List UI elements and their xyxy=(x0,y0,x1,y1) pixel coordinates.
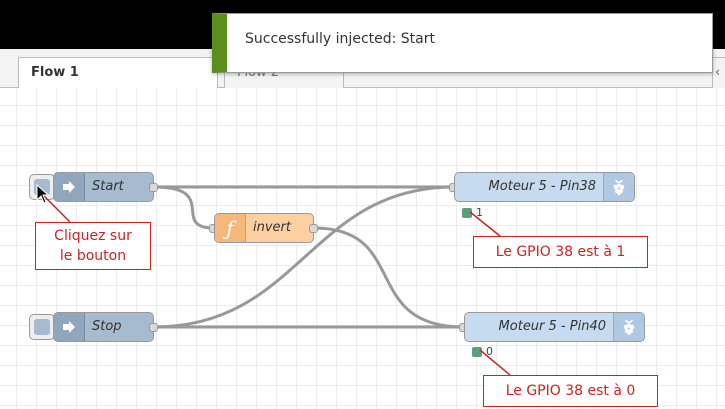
node-label: invert xyxy=(253,220,291,235)
status-dot xyxy=(462,207,472,218)
annotation-click-button: Cliquez sur le bouton xyxy=(35,222,151,270)
raspberry-pi-icon xyxy=(613,313,644,341)
tab-scroll-left-button[interactable]: ‹ xyxy=(712,57,725,88)
node-label: Stop xyxy=(92,319,122,334)
wires-layer xyxy=(153,185,465,329)
annotation-arrows xyxy=(43,195,511,376)
tab-flow-1[interactable]: Flow 1 xyxy=(18,57,218,89)
annotation-line: Cliquez sur xyxy=(54,228,132,244)
start-output-port[interactable] xyxy=(149,183,158,192)
invert-output-port[interactable] xyxy=(309,224,318,233)
stop-inject-node[interactable]: Stop xyxy=(53,312,154,342)
mouse-pointer-icon xyxy=(36,184,50,204)
node-label: Moteur 5 - Pin38 xyxy=(488,179,596,194)
annotation-line: le bouton xyxy=(59,248,127,264)
callout-arrow-gpio0 xyxy=(479,349,511,376)
callout-arrow-click xyxy=(43,195,71,223)
callout-arrow-gpio1 xyxy=(469,211,501,237)
inject-button-face xyxy=(34,319,50,335)
pin40-status: 0 xyxy=(472,345,493,358)
invert-function-node[interactable]: ƒ invert xyxy=(214,213,314,243)
notification-toast[interactable]: Successfully injected: Start xyxy=(212,13,713,73)
status-text: 0 xyxy=(486,345,493,358)
gpio-pin38-node[interactable]: Moteur 5 - Pin38 xyxy=(454,172,635,202)
wire-stop-to-pin38[interactable] xyxy=(153,185,455,329)
chevron-left-icon: ‹ xyxy=(715,65,721,80)
node-label: Moteur 5 - Pin40 xyxy=(498,319,606,334)
notification-message: Successfully injected: Start xyxy=(245,31,435,47)
arrow-right-icon xyxy=(54,313,85,341)
function-icon: ƒ xyxy=(215,214,246,242)
pin38-status: 1 xyxy=(462,206,483,219)
raspberry-pi-icon xyxy=(603,173,634,201)
arrow-right-icon xyxy=(54,173,85,201)
status-dot xyxy=(472,346,482,357)
start-inject-node[interactable]: Start xyxy=(53,172,154,202)
gpio-pin40-node[interactable]: Moteur 5 - Pin40 xyxy=(464,312,645,342)
status-text: 1 xyxy=(476,206,483,219)
tab-label: Flow 1 xyxy=(31,65,79,80)
annotation-gpio-high: Le GPIO 38 est à 1 xyxy=(473,236,648,268)
function-glyph: ƒ xyxy=(226,216,234,240)
node-label: Start xyxy=(92,179,124,194)
flow-canvas[interactable]: Start Stop ƒ invert Moteur 5 - Pin38 1 M… xyxy=(0,88,725,409)
wire-start-to-pin40[interactable] xyxy=(153,185,215,230)
annotation-gpio-low: Le GPIO 38 est à 0 xyxy=(483,375,658,407)
stop-output-port[interactable] xyxy=(149,323,158,332)
wire-invert-to-pin40[interactable] xyxy=(313,226,465,329)
